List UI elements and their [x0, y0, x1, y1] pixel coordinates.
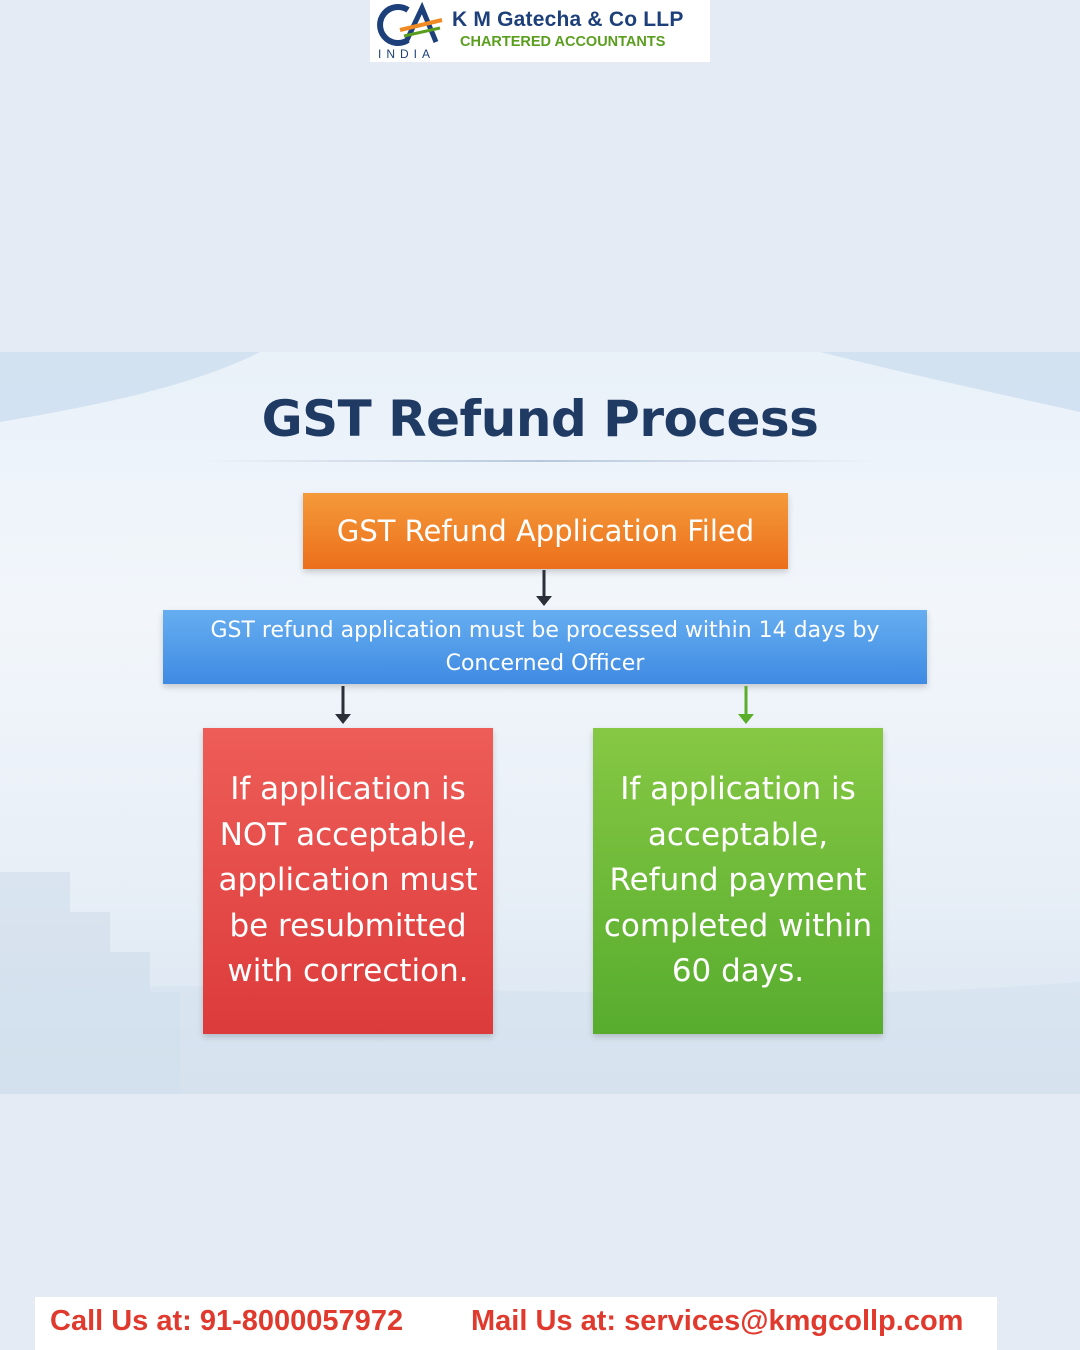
firm-name: K M Gatecha & Co LLP: [452, 8, 684, 31]
outcome-acceptable: If application is acceptable, Refund pay…: [593, 728, 883, 1034]
arrow-down-green-icon: [738, 686, 754, 724]
step-processing-window-label: GST refund application must be processed…: [210, 618, 880, 676]
call-link[interactable]: Call Us at: 91-8000057972: [50, 1305, 404, 1337]
step-processing-window: GST refund application must be processed…: [163, 610, 927, 684]
logo-india-text: INDIA: [378, 47, 436, 61]
process-panel: GST Refund Process GST Refund Applicatio…: [0, 352, 1080, 1094]
arrow-down-icon: [335, 686, 351, 724]
outcome-acceptable-label: If application is acceptable, Refund pay…: [603, 771, 873, 990]
step-application-filed-label: GST Refund Application Filed: [336, 514, 755, 548]
background-decoration: [0, 352, 1080, 1094]
outcome-not-acceptable-label: If application is NOT acceptable, applic…: [218, 771, 478, 990]
ca-india-logo-icon: [377, 1, 443, 46]
page-title: GST Refund Process: [261, 390, 819, 448]
outcome-not-acceptable: If application is NOT acceptable, applic…: [203, 728, 493, 1034]
firm-subtitle: CHARTERED ACCOUNTANTS: [460, 34, 666, 50]
contact-bar: Call Us at: 91-8000057972 Mail Us at: se…: [35, 1297, 997, 1350]
title-divider: [200, 460, 880, 462]
firm-logo: INDIA K M Gatecha & Co LLP CHARTERED ACC…: [370, 0, 710, 62]
arrow-down-icon: [536, 570, 552, 606]
step-application-filed: GST Refund Application Filed: [303, 493, 788, 569]
mail-link[interactable]: Mail Us at: services@kmgcollp.com: [471, 1305, 964, 1337]
